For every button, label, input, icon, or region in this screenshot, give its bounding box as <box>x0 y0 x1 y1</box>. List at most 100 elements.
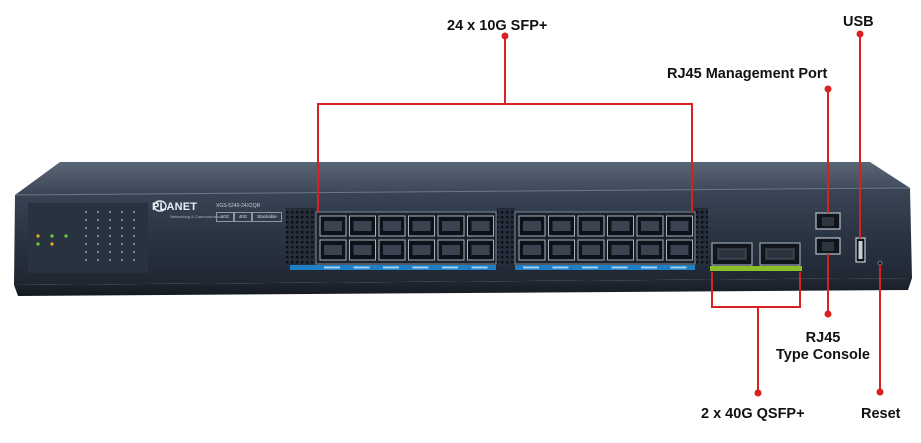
sfp-port-slot <box>641 245 659 255</box>
status-led <box>36 234 40 238</box>
led <box>120 210 124 214</box>
sfp-port-slot <box>552 221 571 231</box>
label-sfp-ports: 24 x 10G SFP+ <box>447 18 548 34</box>
led <box>132 234 136 238</box>
status-led <box>36 242 40 246</box>
port-number-mark <box>324 266 340 269</box>
port-number-mark <box>523 266 539 269</box>
led <box>96 258 100 262</box>
port-number-mark <box>471 266 488 269</box>
led <box>96 226 100 230</box>
led <box>132 258 136 262</box>
status-led <box>50 234 54 238</box>
sfp-port-slot <box>442 245 460 255</box>
led <box>132 210 136 214</box>
port-number-mark <box>670 266 687 269</box>
led <box>120 250 124 254</box>
reset-button <box>877 260 883 266</box>
sfp-port-slot <box>471 221 490 231</box>
port-number-mark <box>353 266 370 269</box>
sfp-port-slot <box>582 245 600 255</box>
led-panel <box>28 203 148 273</box>
chassis-bottom <box>14 278 912 296</box>
sfp-port-slot <box>641 221 659 231</box>
brand-tagline: Networking & Communication <box>170 214 223 219</box>
led <box>96 242 100 246</box>
speed-badge-10g: 10G <box>216 212 234 222</box>
led <box>108 250 112 254</box>
led <box>120 218 124 222</box>
led <box>132 218 136 222</box>
port-number-mark <box>611 266 628 269</box>
vent-middle <box>497 208 515 266</box>
led <box>108 258 112 262</box>
status-led <box>64 234 68 238</box>
sfp-port-slot <box>353 221 372 231</box>
led <box>120 234 124 238</box>
sfp-port-slot <box>552 245 571 255</box>
led <box>84 234 88 238</box>
label-reset: Reset <box>861 406 901 422</box>
sfp-port-slot <box>353 245 372 255</box>
led <box>84 250 88 254</box>
led <box>96 234 100 238</box>
label-usb: USB <box>843 14 874 30</box>
brand-name: PLANET <box>152 201 198 213</box>
led <box>84 258 88 262</box>
led <box>108 210 112 214</box>
port-number-mark <box>582 266 598 269</box>
sfp-port-slot <box>611 221 630 231</box>
led <box>84 242 88 246</box>
led <box>120 258 124 262</box>
sfp-port-slot <box>324 245 342 255</box>
port-number-mark <box>442 266 458 269</box>
led <box>96 250 100 254</box>
port-number-mark <box>552 266 569 269</box>
sfp-port-slot <box>670 245 689 255</box>
speed-badge-40g: 40G <box>234 212 252 222</box>
label-console-line1: RJ45 <box>805 330 841 346</box>
led <box>84 218 88 222</box>
sfp-port-slot <box>582 221 600 231</box>
sfp-port-slot <box>383 221 401 231</box>
vent-left <box>286 208 316 266</box>
led <box>96 218 100 222</box>
sfp-port-slot <box>412 245 431 255</box>
sfp-port-slot <box>670 221 689 231</box>
led <box>108 234 112 238</box>
sfp-port-slot <box>523 245 541 255</box>
led <box>132 226 136 230</box>
sfp-port-slot <box>442 221 460 231</box>
led <box>120 226 124 230</box>
status-led <box>50 242 54 246</box>
led <box>84 226 88 230</box>
led <box>132 250 136 254</box>
callout-lines <box>317 34 881 393</box>
label-console-line2: Type Console <box>776 346 870 363</box>
led <box>108 218 112 222</box>
led <box>108 226 112 230</box>
led-indicators <box>36 210 136 262</box>
port-number-mark <box>641 266 657 269</box>
label-qsfp-ports: 2 x 40G QSFP+ <box>701 406 805 422</box>
model-number: XGS-5240-24X2QR <box>216 203 261 209</box>
led <box>120 242 124 246</box>
label-management-port: RJ45 Management Port <box>667 66 828 82</box>
planet-logo-icon <box>153 200 167 212</box>
sfp-port-slot <box>523 221 541 231</box>
sfp-port-slot <box>412 221 431 231</box>
sfp-label-strip-right <box>515 265 695 270</box>
callout-dots <box>501 30 884 397</box>
led <box>132 242 136 246</box>
speed-badge-stackable: Stackable <box>252 212 282 222</box>
sfp-port-slot <box>324 221 342 231</box>
led <box>108 242 112 246</box>
sfp-port-slot <box>611 245 630 255</box>
port-number-mark <box>412 266 429 269</box>
label-console-port: RJ45 Type Console <box>768 330 878 363</box>
vent-right <box>694 208 708 266</box>
sfp-port-slot <box>383 245 401 255</box>
sfp-port-slot <box>471 245 490 255</box>
qsfp-label-strip <box>710 266 802 271</box>
led <box>96 210 100 214</box>
